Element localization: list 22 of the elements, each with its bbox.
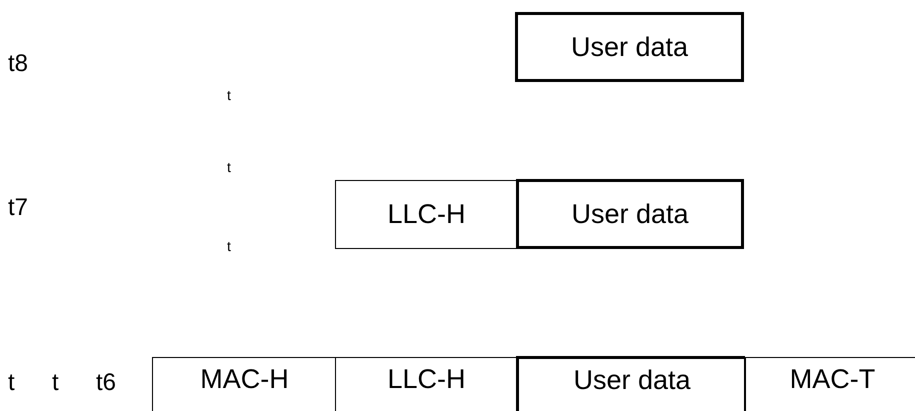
packet-field-box	[516, 356, 745, 411]
time-label: t6	[96, 371, 116, 395]
time-label: t7	[8, 196, 28, 220]
time-label: t	[227, 160, 231, 174]
packet-field-box	[152, 357, 336, 411]
packet-field-box	[515, 12, 744, 82]
packet-field-box	[335, 180, 517, 249]
packet-field-box	[744, 357, 915, 411]
field-label: User data	[570, 34, 688, 60]
field-label: User data	[571, 200, 689, 228]
field-label: MAC-T	[790, 366, 876, 393]
field-label: User data	[573, 367, 691, 394]
time-label: t	[227, 239, 231, 253]
field-label: LLC-H	[387, 366, 466, 393]
time-label: t	[8, 371, 15, 395]
time-label: t8	[8, 52, 28, 76]
field-label: LLC-H	[387, 201, 466, 228]
packet-field-box	[516, 179, 744, 249]
time-label: t	[52, 371, 59, 395]
time-label: t	[227, 88, 231, 102]
field-label: MAC-H	[200, 366, 289, 393]
packet-field-box	[335, 357, 517, 411]
